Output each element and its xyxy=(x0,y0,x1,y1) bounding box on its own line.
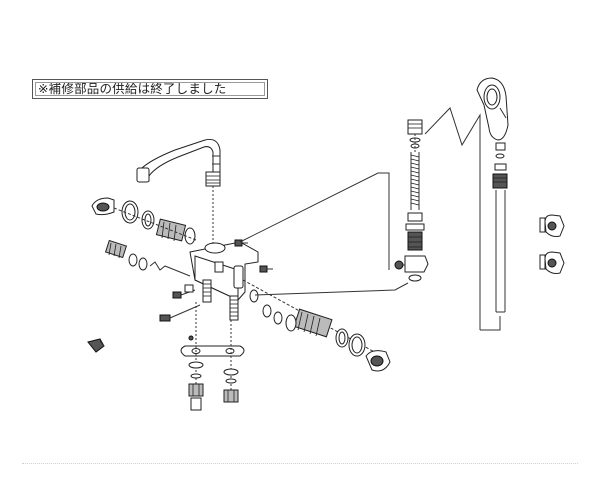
right-handle xyxy=(365,350,391,372)
small-screws-left xyxy=(159,284,201,322)
hose-spring xyxy=(410,152,420,210)
hose-nut-top xyxy=(407,119,423,149)
shower-hose xyxy=(480,190,506,331)
right-handle-ring xyxy=(348,333,366,357)
shower-leader-lower xyxy=(254,282,409,296)
hose-break-line xyxy=(424,107,481,330)
discontinued-notice: ※補修部品の供給は終了しました xyxy=(32,79,268,99)
fixing-washers xyxy=(188,361,239,384)
check-valve-guide xyxy=(149,261,191,277)
diverter-elbow xyxy=(394,255,429,282)
hose-adapter xyxy=(405,212,425,251)
inlet-legs xyxy=(202,279,239,321)
hose-hook-lower xyxy=(539,251,565,274)
mixer-body xyxy=(189,241,259,301)
left-cartridge xyxy=(155,218,196,245)
shower-head xyxy=(476,77,509,141)
mounting-plate xyxy=(180,335,245,357)
shower-hose-fittings xyxy=(492,142,508,189)
shower-leader-upper xyxy=(239,172,390,270)
hose-hook-upper xyxy=(539,214,565,237)
fixing-nuts xyxy=(188,383,239,411)
left-oring xyxy=(141,210,155,230)
right-oring xyxy=(335,328,349,348)
left-handle xyxy=(91,197,115,216)
body-screws xyxy=(234,239,273,273)
spout-nut xyxy=(205,171,221,187)
check-valve-left xyxy=(104,239,148,271)
right-cartridge xyxy=(285,308,333,338)
bottom-divider xyxy=(22,463,578,464)
left-handle-ring xyxy=(121,200,139,224)
hex-key xyxy=(87,338,105,353)
right-small-rings xyxy=(249,289,283,325)
